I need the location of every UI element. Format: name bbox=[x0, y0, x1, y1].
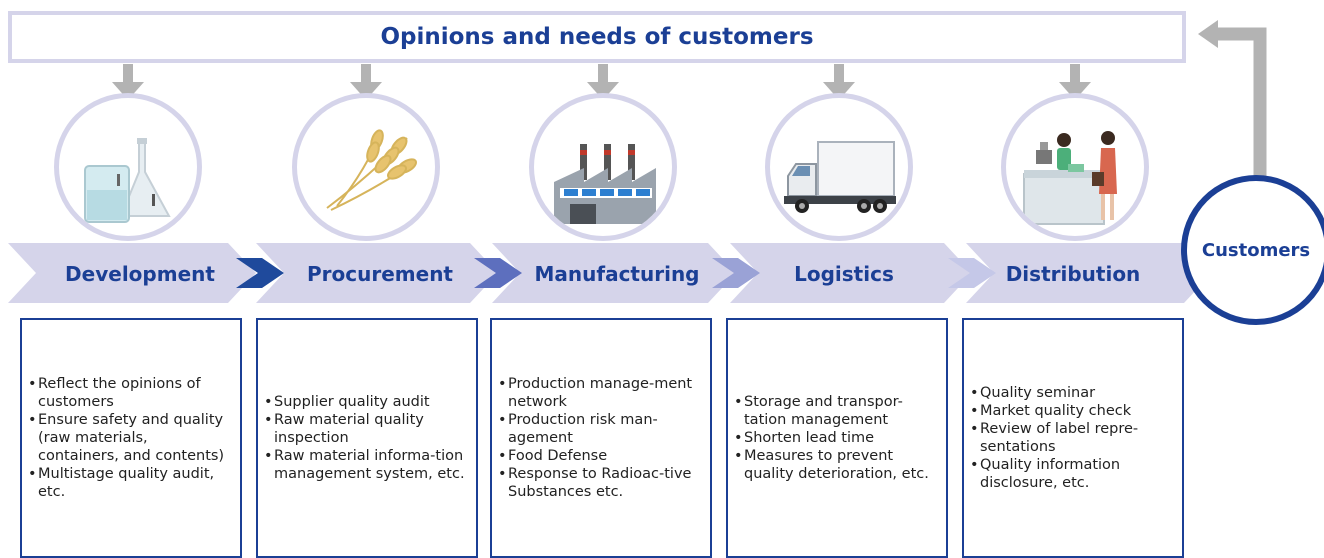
chevron-4 bbox=[948, 258, 996, 288]
list-item: Raw material quality inspection bbox=[264, 411, 468, 447]
feedback-arrow-head bbox=[1198, 20, 1218, 48]
list-item: Production risk man-agement bbox=[498, 411, 702, 447]
distribution-info-box: Quality seminar Market quality check Rev… bbox=[962, 318, 1184, 558]
wheat-icon bbox=[326, 129, 418, 211]
stage-label-procurement: Procurement bbox=[307, 262, 453, 286]
chevron-1 bbox=[236, 258, 284, 288]
customers-label: Customers bbox=[1201, 239, 1311, 261]
band-segment-4 bbox=[730, 243, 972, 303]
stage-label-logistics: Logistics bbox=[794, 262, 894, 286]
band-segment-5 bbox=[966, 243, 1212, 303]
logistics-items: Storage and transpor-tation management S… bbox=[728, 393, 946, 483]
chevron-3 bbox=[712, 258, 760, 288]
distribution-items: Quality seminar Market quality check Rev… bbox=[964, 384, 1182, 492]
band-segment-2 bbox=[256, 243, 498, 303]
factory-icon bbox=[554, 144, 656, 224]
store-checkout-icon bbox=[1023, 131, 1117, 225]
list-item: Multistage quality audit, etc. bbox=[28, 465, 232, 501]
list-item: Review of label repre-sentations bbox=[970, 420, 1174, 456]
list-item: Reflect the opinions of customers bbox=[28, 375, 232, 411]
banner-title: Opinions and needs of customers bbox=[380, 24, 814, 50]
development-info-box: Reflect the opinions of customers Ensure… bbox=[20, 318, 242, 558]
down-arrow-2 bbox=[350, 64, 382, 100]
list-item: Shorten lead time bbox=[734, 429, 938, 447]
development-circle bbox=[54, 93, 202, 241]
list-item: Storage and transpor-tation management bbox=[734, 393, 938, 429]
list-item: Quality information disclosure, etc. bbox=[970, 456, 1174, 492]
list-item: Production manage-ment network bbox=[498, 375, 702, 411]
list-item: Measures to prevent quality deterioratio… bbox=[734, 447, 938, 483]
down-arrow-1 bbox=[112, 64, 144, 100]
list-item: Response to Radioac-tive Substances etc. bbox=[498, 465, 702, 501]
distribution-circle bbox=[1001, 93, 1149, 241]
feedback-arrow bbox=[1210, 27, 1267, 180]
chevron-2 bbox=[474, 258, 522, 288]
customers-circle: Customers bbox=[1181, 175, 1324, 325]
list-item: Ensure safety and quality (raw materials… bbox=[28, 411, 232, 465]
list-item: Market quality check bbox=[970, 402, 1174, 420]
customer-opinions-banner: Opinions and needs of customers bbox=[8, 11, 1186, 63]
procurement-items: Supplier quality audit Raw material qual… bbox=[258, 393, 476, 483]
manufacturing-circle bbox=[529, 93, 677, 241]
list-item: Quality seminar bbox=[970, 384, 1174, 402]
development-items: Reflect the opinions of customers Ensure… bbox=[22, 375, 240, 501]
stage-label-development: Development bbox=[65, 262, 215, 286]
down-arrow-5 bbox=[1059, 64, 1091, 100]
procurement-circle bbox=[292, 93, 440, 241]
list-item: Food Defense bbox=[498, 447, 702, 465]
down-arrow-3 bbox=[587, 64, 619, 100]
list-item: Supplier quality audit bbox=[264, 393, 468, 411]
logistics-info-box: Storage and transpor-tation management S… bbox=[726, 318, 948, 558]
truck-icon bbox=[784, 141, 896, 213]
band-segment-1 bbox=[8, 243, 256, 303]
list-item: Raw material informa-tion management sys… bbox=[264, 447, 468, 483]
band-segment-3 bbox=[492, 243, 736, 303]
manufacturing-items: Production manage-ment network Productio… bbox=[492, 375, 710, 501]
lab-flask-beaker-icon bbox=[84, 138, 171, 223]
stage-label-manufacturing: Manufacturing bbox=[534, 262, 700, 286]
manufacturing-info-box: Production manage-ment network Productio… bbox=[490, 318, 712, 558]
down-arrow-4 bbox=[823, 64, 855, 100]
logistics-circle bbox=[765, 93, 913, 241]
stage-label-distribution: Distribution bbox=[1005, 262, 1141, 286]
procurement-info-box: Supplier quality audit Raw material qual… bbox=[256, 318, 478, 558]
